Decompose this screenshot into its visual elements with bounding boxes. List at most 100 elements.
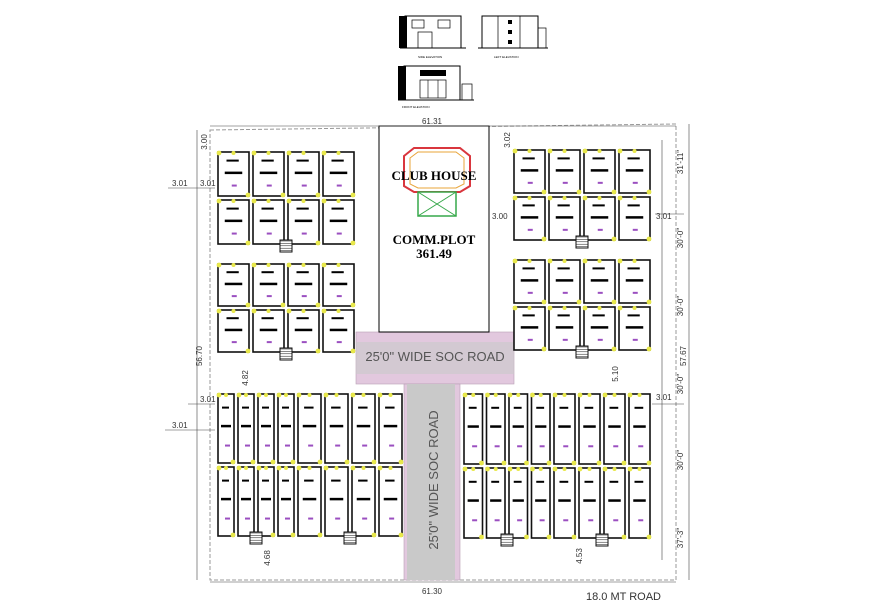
furniture-mark bbox=[555, 279, 574, 282]
furniture-mark bbox=[224, 219, 243, 223]
unit-room bbox=[217, 466, 235, 537]
furniture-mark bbox=[226, 317, 239, 320]
furniture-mark bbox=[241, 424, 251, 428]
window-mark bbox=[582, 195, 588, 201]
window-mark bbox=[317, 532, 323, 538]
window-mark bbox=[371, 459, 377, 465]
dim-right-chain-4: 30'-0" bbox=[676, 374, 685, 395]
window-mark bbox=[485, 392, 490, 398]
dim-right-chain-2: 30'-0" bbox=[676, 228, 685, 249]
furniture-mark bbox=[536, 480, 545, 483]
window-mark bbox=[231, 309, 236, 313]
furniture-mark bbox=[226, 159, 239, 162]
furniture-mark bbox=[329, 282, 348, 286]
window-mark bbox=[388, 393, 393, 397]
door-mark bbox=[265, 517, 270, 520]
window-mark bbox=[547, 258, 553, 264]
window-mark bbox=[562, 393, 567, 397]
left-elevation-caption: LEFT ELEVATION bbox=[494, 55, 519, 59]
furniture-mark bbox=[296, 159, 309, 162]
window-mark bbox=[552, 392, 558, 398]
furniture-mark bbox=[592, 157, 605, 160]
window-mark bbox=[321, 150, 327, 156]
furniture-mark bbox=[259, 219, 278, 223]
window-mark bbox=[546, 534, 552, 540]
door-mark bbox=[225, 444, 230, 447]
furniture-mark bbox=[259, 282, 278, 286]
window-mark bbox=[266, 151, 271, 155]
door-mark bbox=[265, 444, 270, 447]
furniture-mark bbox=[296, 317, 309, 320]
furniture-mark bbox=[590, 169, 609, 172]
furniture-mark bbox=[490, 499, 502, 502]
door-mark bbox=[301, 184, 307, 187]
window-mark bbox=[286, 262, 292, 268]
window-mark bbox=[301, 309, 306, 313]
furniture-mark bbox=[261, 271, 274, 274]
furniture-mark bbox=[555, 326, 574, 329]
block-bottom-right-a bbox=[462, 392, 552, 547]
window-mark bbox=[245, 240, 251, 246]
furniture-mark bbox=[294, 282, 313, 286]
window-mark bbox=[270, 459, 276, 465]
window-mark bbox=[307, 393, 312, 397]
window-mark bbox=[216, 465, 222, 471]
window-mark bbox=[350, 392, 356, 398]
furniture-mark bbox=[358, 406, 368, 409]
furniture-mark bbox=[513, 406, 522, 409]
window-mark bbox=[541, 299, 547, 305]
furniture-mark bbox=[222, 479, 229, 482]
window-mark bbox=[361, 466, 366, 470]
furniture-mark bbox=[282, 406, 289, 409]
door-mark bbox=[335, 517, 341, 520]
window-mark bbox=[388, 466, 393, 470]
window-mark bbox=[530, 466, 535, 472]
furniture-mark bbox=[633, 425, 646, 428]
window-mark bbox=[251, 308, 257, 314]
dim-right-setback-c: 3.01 bbox=[656, 393, 672, 402]
window-mark bbox=[264, 466, 268, 470]
furniture-mark bbox=[282, 479, 289, 482]
furniture-mark bbox=[627, 267, 640, 270]
window-mark bbox=[612, 393, 617, 397]
window-mark bbox=[582, 148, 588, 154]
furniture-mark bbox=[259, 171, 278, 175]
window-mark bbox=[321, 198, 327, 204]
window-mark bbox=[562, 467, 567, 471]
furniture-mark bbox=[555, 216, 574, 219]
window-mark bbox=[527, 196, 532, 200]
window-mark bbox=[290, 532, 296, 538]
window-mark bbox=[547, 195, 553, 201]
furniture-mark bbox=[261, 317, 274, 320]
window-mark bbox=[216, 150, 222, 156]
furniture-mark bbox=[242, 479, 249, 482]
furniture-mark bbox=[557, 157, 570, 160]
furniture-mark bbox=[385, 479, 395, 482]
furniture-mark bbox=[294, 328, 313, 332]
door-mark bbox=[245, 444, 250, 447]
furniture-mark bbox=[224, 328, 243, 332]
unit-room bbox=[257, 466, 275, 537]
window-mark bbox=[611, 236, 617, 242]
door-mark bbox=[266, 295, 272, 298]
window-mark bbox=[398, 459, 404, 465]
furniture-mark bbox=[358, 479, 368, 482]
window-mark bbox=[250, 459, 256, 465]
furniture-mark bbox=[261, 207, 274, 210]
furniture-mark bbox=[520, 326, 539, 329]
window-mark bbox=[301, 263, 306, 267]
window-mark bbox=[230, 532, 236, 538]
door-mark bbox=[638, 445, 644, 448]
unit-room bbox=[553, 467, 576, 539]
window-mark bbox=[646, 236, 652, 242]
furniture-mark bbox=[590, 326, 609, 329]
door-mark bbox=[472, 519, 478, 522]
dim-left-setback-d: 3.01 bbox=[172, 421, 188, 430]
furniture-mark bbox=[222, 406, 229, 409]
dim-right-chain-5: 30'-0" bbox=[676, 450, 685, 471]
furniture-mark bbox=[491, 406, 500, 409]
window-mark bbox=[350, 192, 356, 198]
dim-right-setback-b: 3.01 bbox=[656, 212, 672, 221]
unit-room bbox=[603, 393, 626, 465]
furniture-mark bbox=[329, 171, 348, 175]
